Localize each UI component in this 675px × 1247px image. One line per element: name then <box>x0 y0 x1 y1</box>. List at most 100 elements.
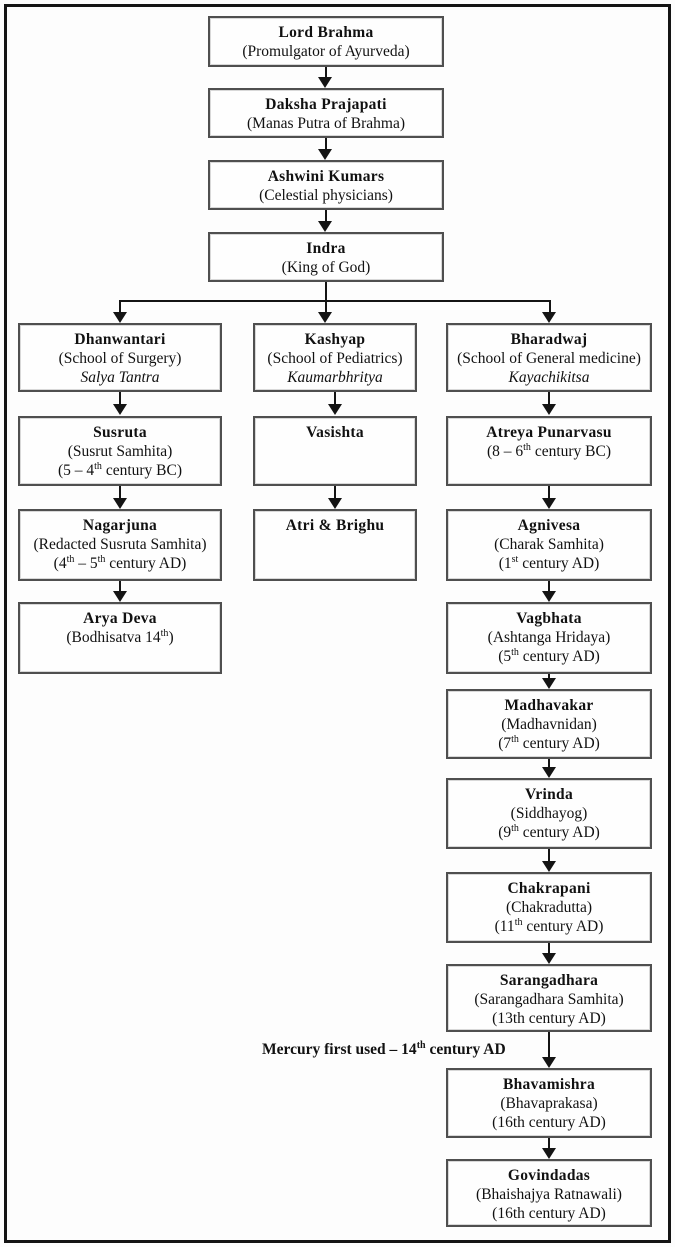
arrow-line <box>334 486 336 499</box>
arrow-head <box>328 498 342 509</box>
node-school: Kayachikitsa <box>508 369 590 386</box>
node-era: (5 – 4th century BC) <box>57 460 183 479</box>
node-subtitle: (Susrut Samhita) <box>67 443 173 460</box>
node-era: (13th century AD) <box>492 1010 606 1027</box>
node-kashyap: Kashyap (School of Pediatrics) Kaumarbhr… <box>253 323 417 392</box>
node-subtitle: (Redacted Susruta Samhita) <box>33 536 207 553</box>
node-title: Atri & Brighu <box>285 517 385 534</box>
connector-line <box>119 300 121 313</box>
node-subtitle: (Bhavaprakasa) <box>500 1095 598 1112</box>
diagram-border <box>4 4 671 1243</box>
node-subtitle: (School of General medicine) <box>457 350 641 367</box>
node-era: (16th century AD) <box>492 1114 606 1131</box>
node-nagarjuna: Nagarjuna (Redacted Susruta Samhita) (4t… <box>18 509 222 581</box>
arrow-head <box>542 953 556 964</box>
mercury-note: Mercury first used – 14th century AD <box>262 1039 506 1058</box>
node-title: Madhavakar <box>504 697 594 714</box>
node-school: Kaumarbhritya <box>287 369 383 386</box>
node-subtitle: (Madhavnidan) <box>501 716 597 733</box>
arrow-head <box>542 1057 556 1068</box>
node-title: Lord Brahma <box>278 24 374 41</box>
node-govindadas: Govindadas (Bhaishajya Ratnawali) (16th … <box>446 1159 652 1227</box>
connector-line <box>325 300 327 313</box>
node-title: Dhanwantari <box>74 331 166 348</box>
connector-line <box>325 282 327 302</box>
node-subtitle: (Bhaishajya Ratnawali) <box>476 1186 622 1203</box>
node-subtitle: (Siddhayog) <box>510 805 588 822</box>
node-vrinda: Vrinda (Siddhayog) (9th century AD) <box>446 778 652 849</box>
arrow-line <box>548 674 550 679</box>
arrow-head <box>542 312 556 323</box>
node-bhavamishra: Bhavamishra (Bhavaprakasa) (16th century… <box>446 1068 652 1138</box>
node-era: (11th century AD) <box>494 916 604 935</box>
arrow-line <box>548 486 550 499</box>
node-vasishta: Vasishta <box>253 416 417 486</box>
arrow-head <box>542 591 556 602</box>
node-subtitle: (Celestial physicians) <box>259 187 393 204</box>
node-subtitle: (Manas Putra of Brahma) <box>247 115 405 132</box>
node-title: Atreya Punarvasu <box>486 424 612 441</box>
node-chakrapani: Chakrapani (Chakradutta) (11th century A… <box>446 872 652 943</box>
node-agnivesa: Agnivesa (Charak Samhita) (1st century A… <box>446 509 652 581</box>
node-dhanwantari: Dhanwantari (School of Surgery) Salya Ta… <box>18 323 222 392</box>
node-title: Agnivesa <box>517 517 581 534</box>
arrow-head <box>542 404 556 415</box>
node-title: Indra <box>306 240 346 257</box>
node-title: Chakrapani <box>507 880 591 897</box>
node-title: Govindadas <box>507 1167 591 1184</box>
node-era: (1st century AD) <box>498 553 600 572</box>
arrow-head <box>328 404 342 415</box>
arrow-line <box>325 138 327 149</box>
node-title: Daksha Prajapati <box>265 96 387 113</box>
arrow-head <box>113 404 127 415</box>
node-era: (8 – 6th century BC) <box>486 441 612 460</box>
node-daksha-prajapati: Daksha Prajapati (Manas Putra of Brahma) <box>208 88 444 138</box>
arrow-line <box>325 67 327 78</box>
node-madhavakar: Madhavakar (Madhavnidan) (7th century AD… <box>446 689 652 759</box>
arrow-head <box>542 1148 556 1159</box>
arrow-head <box>318 221 332 232</box>
node-vagbhata: Vagbhata (Ashtanga Hridaya) (5th century… <box>446 602 652 674</box>
node-school: Salya Tantra <box>80 369 160 386</box>
node-era: (5th century AD) <box>498 646 600 665</box>
node-era: (16th century AD) <box>492 1205 606 1222</box>
arrow-line <box>548 759 550 768</box>
node-sarangadhara: Sarangadhara (Sarangadhara Samhita) (13t… <box>446 964 652 1032</box>
arrow-head <box>542 678 556 689</box>
arrow-line <box>548 1032 550 1058</box>
node-subtitle: (Charak Samhita) <box>494 536 604 553</box>
node-subtitle: (Sarangadhara Samhita) <box>474 991 624 1008</box>
node-susruta: Susruta (Susrut Samhita) (5 – 4th centur… <box>18 416 222 486</box>
arrow-head <box>113 591 127 602</box>
connector-line <box>119 300 551 302</box>
arrow-head <box>542 498 556 509</box>
node-title: Arya Deva <box>83 610 157 627</box>
node-title: Nagarjuna <box>82 517 158 534</box>
arrow-line <box>548 1138 550 1149</box>
node-subtitle: (Bodhisatva 14th) <box>66 627 174 646</box>
arrow-line <box>548 392 550 405</box>
arrow-line <box>119 392 121 405</box>
node-title: Sarangadhara <box>499 972 599 989</box>
node-subtitle: (School of Pediatrics) <box>267 350 403 367</box>
node-subtitle: (King of God) <box>281 259 371 276</box>
arrow-line <box>548 581 550 592</box>
arrow-head <box>318 77 332 88</box>
node-title: Susruta <box>93 424 147 441</box>
arrow-line <box>334 392 336 405</box>
node-arya-deva: Arya Deva (Bodhisatva 14th) <box>18 602 222 674</box>
arrow-line <box>325 210 327 221</box>
arrow-head <box>542 767 556 778</box>
node-title: Vrinda <box>524 786 574 803</box>
arrow-head <box>318 312 332 323</box>
node-era: (7th century AD) <box>498 733 600 752</box>
node-subtitle: (Ashtanga Hridaya) <box>487 629 611 646</box>
arrow-head <box>113 498 127 509</box>
node-title: Vagbhata <box>516 610 582 627</box>
node-atreya-punarvasu: Atreya Punarvasu (8 – 6th century BC) <box>446 416 652 486</box>
arrow-head <box>542 861 556 872</box>
node-bharadwaj: Bharadwaj (School of General medicine) K… <box>446 323 652 392</box>
node-subtitle: (School of Surgery) <box>58 350 182 367</box>
arrow-line <box>119 581 121 592</box>
node-title: Ashwini Kumars <box>267 168 385 185</box>
